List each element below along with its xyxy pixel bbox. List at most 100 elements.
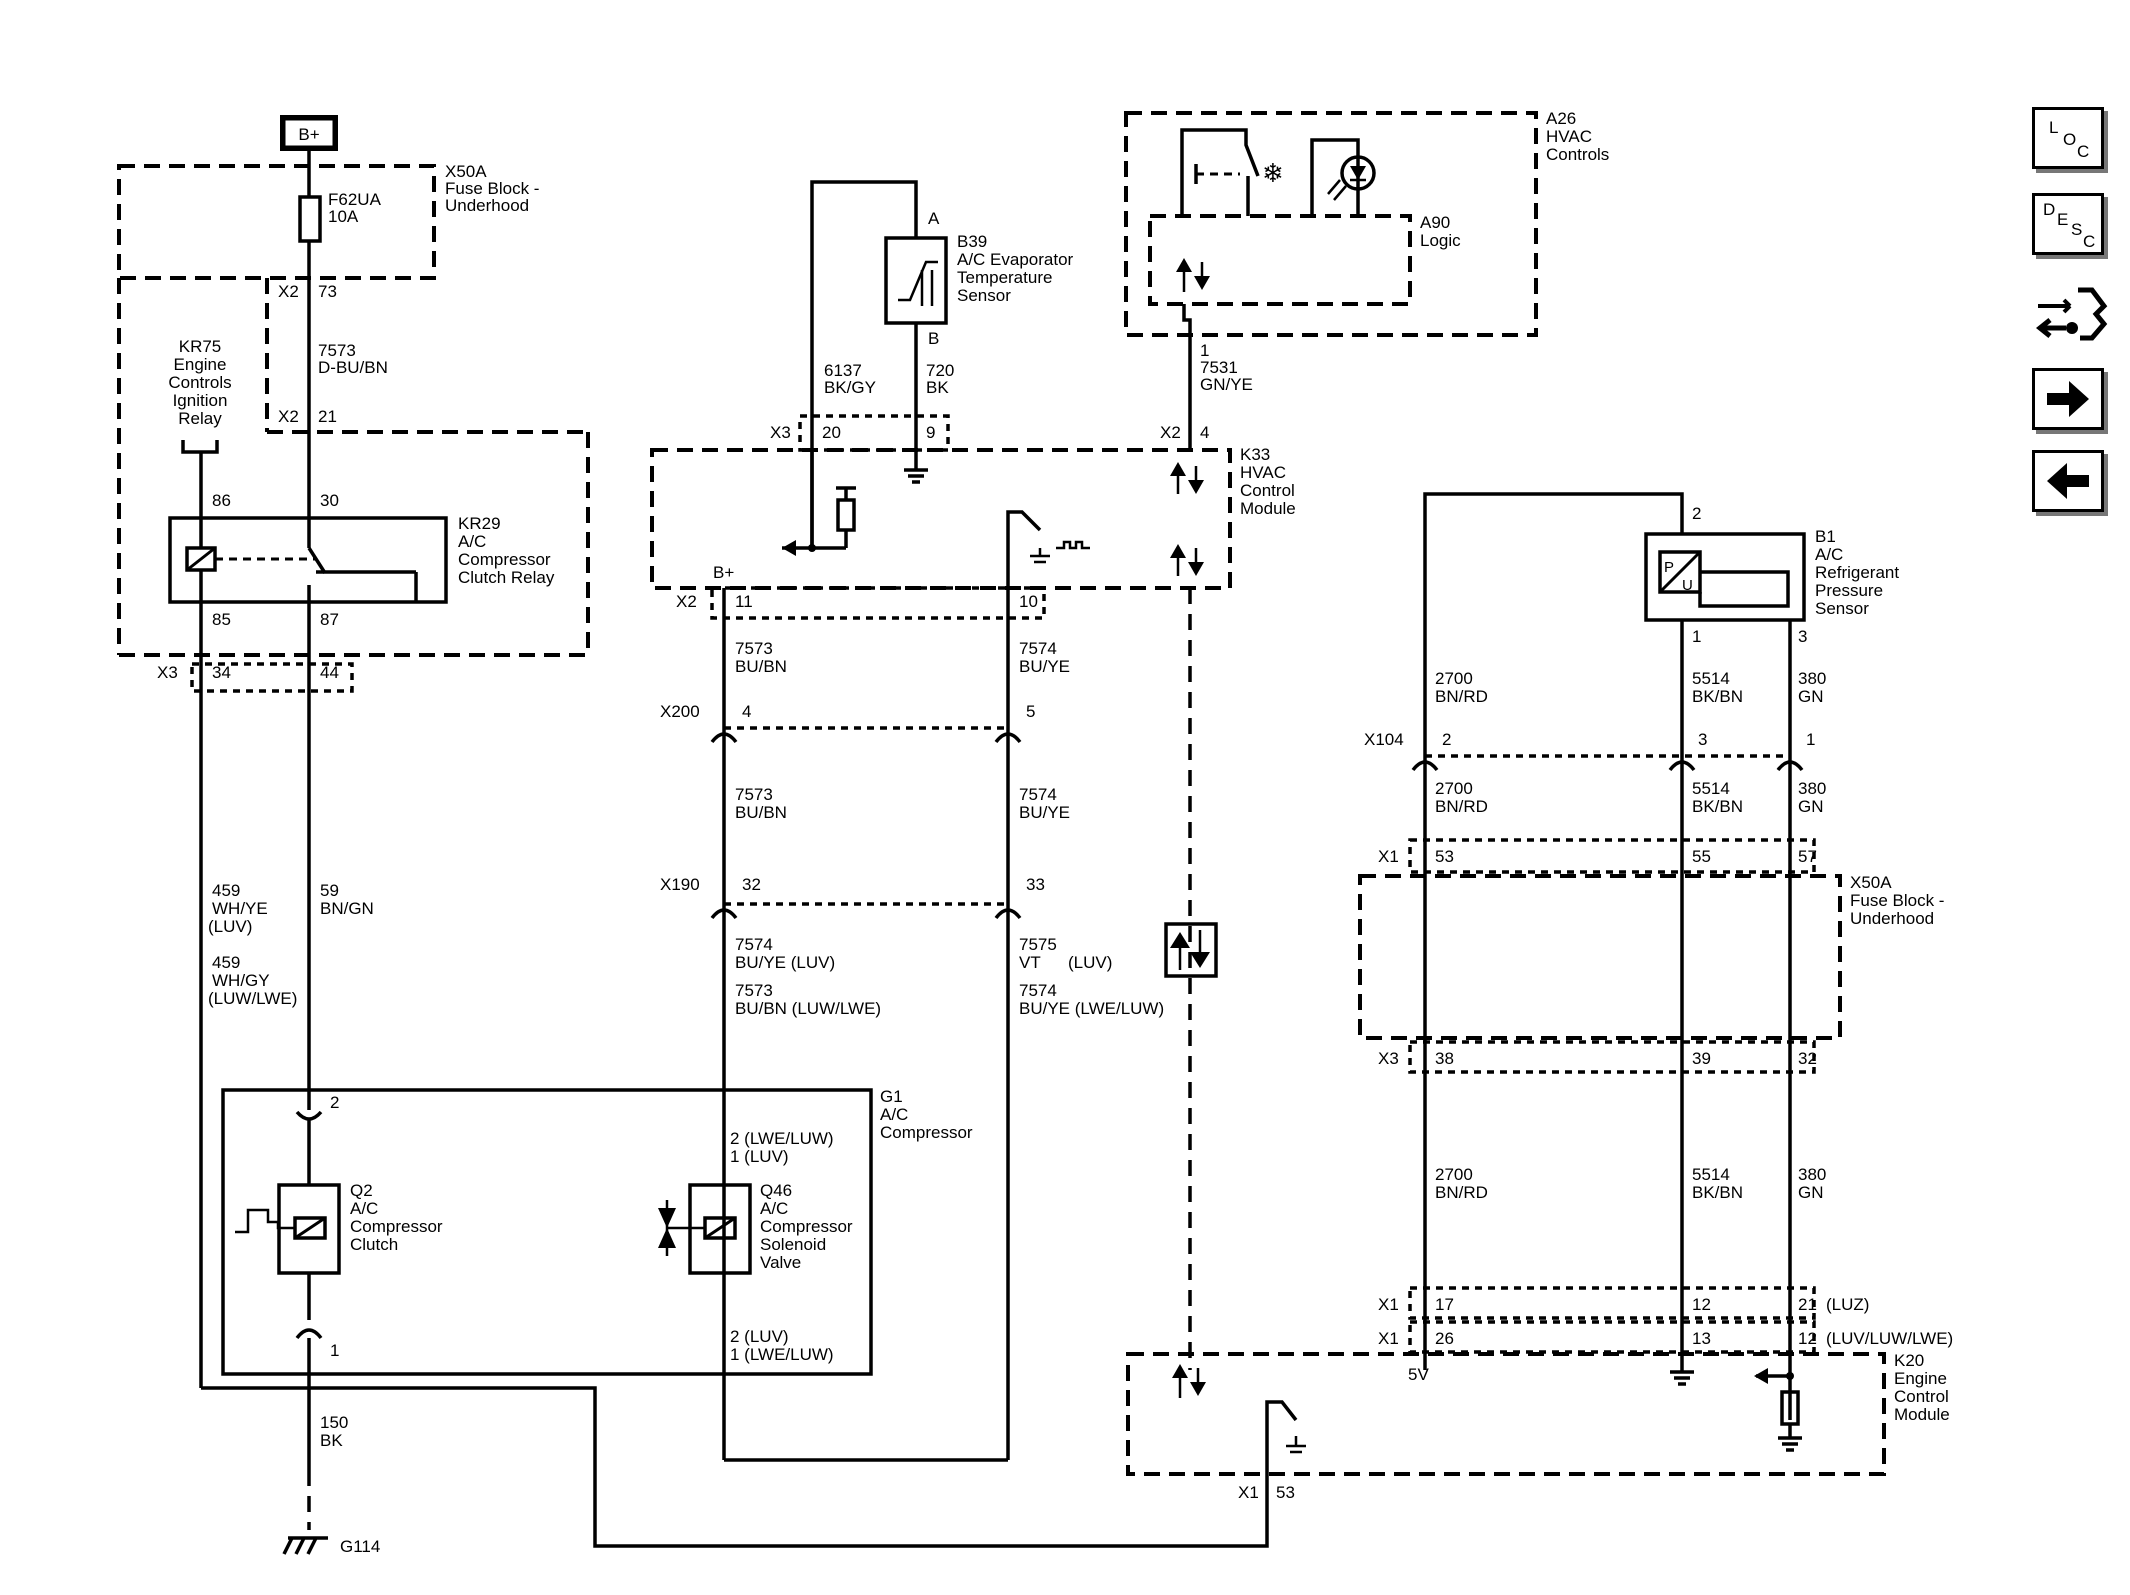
pin-20: 20	[822, 423, 841, 442]
wire-7574-b: 7574	[1019, 639, 1057, 658]
pin-x1-55: 55	[1692, 847, 1711, 866]
b39-id: B39	[957, 232, 987, 251]
next-page-button[interactable]	[2032, 368, 2104, 430]
wire-7573-d: 7573	[735, 981, 773, 1000]
g1-pin-2: 2	[330, 1093, 339, 1112]
wire-5514-a-color: BK/BN	[1692, 687, 1743, 706]
x50a-label-1: Fuse Block -	[445, 179, 539, 198]
b1-label-4: Sensor	[1815, 599, 1869, 618]
wire-6137-route	[810, 180, 918, 548]
pin-x1-57: 57	[1798, 847, 1817, 866]
arrow-left-icon	[2047, 463, 2089, 499]
wire-7574-c: 7574	[1019, 785, 1057, 804]
wire-2700-a-color: BN/RD	[1435, 687, 1488, 706]
wire-7573-c-color: BU/BN	[735, 803, 787, 822]
kr75-id: KR75	[179, 337, 222, 356]
wire-459-b-color: WH/GY	[212, 971, 270, 990]
b1-id: B1	[1815, 527, 1836, 546]
battery-label: B+	[298, 125, 319, 144]
b1-p: P	[1664, 559, 1674, 576]
wire-2700-c: 2700	[1435, 1165, 1473, 1184]
q2-clutch-symbol	[235, 1208, 295, 1234]
q46-pin-bot-1: 2 (LUV)	[730, 1327, 789, 1346]
prev-page-button[interactable]	[2032, 450, 2104, 512]
loc-button[interactable]: L O C	[2032, 107, 2104, 169]
pin-21: 21	[318, 407, 337, 426]
b1-pin-1: 1	[1692, 627, 1701, 646]
g1-id: G1	[880, 1087, 903, 1106]
kr29-label-2: Compressor	[458, 550, 551, 569]
x50a-id-2: X50A	[1850, 873, 1892, 892]
x50a-box-top	[117, 164, 436, 280]
a90-label-1: Logic	[1420, 231, 1461, 250]
loc-letter-l: L	[2049, 118, 2059, 137]
k20-ground-380	[1778, 1436, 1802, 1452]
pin-x1-17: 17	[1435, 1295, 1454, 1314]
x1-label-d: X1	[1238, 1483, 1259, 1502]
b39-sensor-box	[884, 236, 948, 325]
wire-6137: 6137	[824, 361, 862, 380]
k33-label-2: Control	[1240, 481, 1295, 500]
wire-2700-c-color: BN/RD	[1435, 1183, 1488, 1202]
x1-connector-x50a	[1408, 838, 1816, 874]
wire-5514-b: 5514	[1692, 779, 1730, 798]
pin-73: 73	[318, 282, 337, 301]
pin-k20-53: 53	[1276, 1483, 1295, 1502]
k20-label-3: Module	[1894, 1405, 1950, 1424]
q2-label-1: A/C	[350, 1199, 378, 1218]
wire-5514-a: 5514	[1692, 669, 1730, 688]
a26-pin-1: 1	[1200, 341, 1209, 360]
wire-7575: 7575	[1019, 935, 1057, 954]
wire-7574-e-color: BU/YE (LWE/LUW)	[1019, 999, 1164, 1018]
pin-86: 86	[212, 491, 231, 510]
a26-label-1: HVAC	[1546, 127, 1592, 146]
b39-pin-a: A	[928, 209, 940, 228]
x104-pin-1: 1	[1806, 730, 1815, 749]
pin-x3-39: 39	[1692, 1049, 1711, 1068]
wire-7573-c: 7573	[735, 785, 773, 804]
wire-720-color: BK	[926, 378, 949, 397]
wire-7574-b-color: BU/YE	[1019, 657, 1070, 676]
pin-44: 44	[320, 663, 339, 682]
wiring-diagram: B+ X50A Fuse Block - Underhood F62UA 10A…	[117, 109, 1953, 1556]
pin-x200-5: 5	[1026, 702, 1035, 721]
wire-380-b: 380	[1798, 779, 1826, 798]
x3-label-b: X3	[770, 423, 791, 442]
kr75-label-1: Engine	[174, 355, 227, 374]
wire-6137-color: BK/GY	[824, 378, 876, 397]
k33-module-box	[650, 448, 1232, 590]
pin-x3-38: 38	[1435, 1049, 1454, 1068]
k20-label-1: Engine	[1894, 1369, 1947, 1388]
wire-7573-b-color: BU/BN	[735, 657, 787, 676]
wire-59-color: BN/GN	[320, 899, 374, 918]
x50a-id: X50A	[445, 162, 487, 181]
pin-x1-26: 26	[1435, 1329, 1454, 1348]
wire-380-c: 380	[1798, 1165, 1826, 1184]
wire-7574-d-color: BU/YE (LUV)	[735, 953, 835, 972]
k33-pullup-resistor	[836, 498, 856, 532]
g1-compressor-box	[221, 1088, 873, 1376]
x1-label-c: X1	[1378, 1329, 1399, 1348]
fuse-rating: 10A	[328, 207, 359, 226]
wire-380-c-color: GN	[1798, 1183, 1824, 1202]
q46-label-2: Compressor	[760, 1217, 853, 1236]
x1-connector-luz	[1408, 1286, 1816, 1320]
battery-symbol: B+	[280, 115, 338, 151]
k33-label-3: Module	[1240, 499, 1296, 518]
k20-label-2: Control	[1894, 1387, 1949, 1406]
pin-x1-13: 13	[1692, 1329, 1711, 1348]
x50a-label-1b: Fuse Block -	[1850, 891, 1944, 910]
connector-tool-icon[interactable]	[2030, 280, 2110, 350]
kr75-label-4: Relay	[178, 409, 222, 428]
x2-label-a: X2	[278, 282, 299, 301]
desc-button[interactable]: D E S C	[2032, 193, 2104, 255]
x3-label-c: X3	[1378, 1049, 1399, 1068]
x2-label-b: X2	[278, 407, 299, 426]
b39-label-2: Temperature	[957, 268, 1052, 287]
wire-459-a: 459	[212, 881, 240, 900]
b1-label-2: Refrigerant	[1815, 563, 1899, 582]
k33-data-arrows-bottom	[1170, 544, 1204, 576]
pin-x200-4: 4	[742, 702, 751, 721]
a26-id: A26	[1546, 109, 1576, 128]
q46-id: Q46	[760, 1181, 792, 1200]
